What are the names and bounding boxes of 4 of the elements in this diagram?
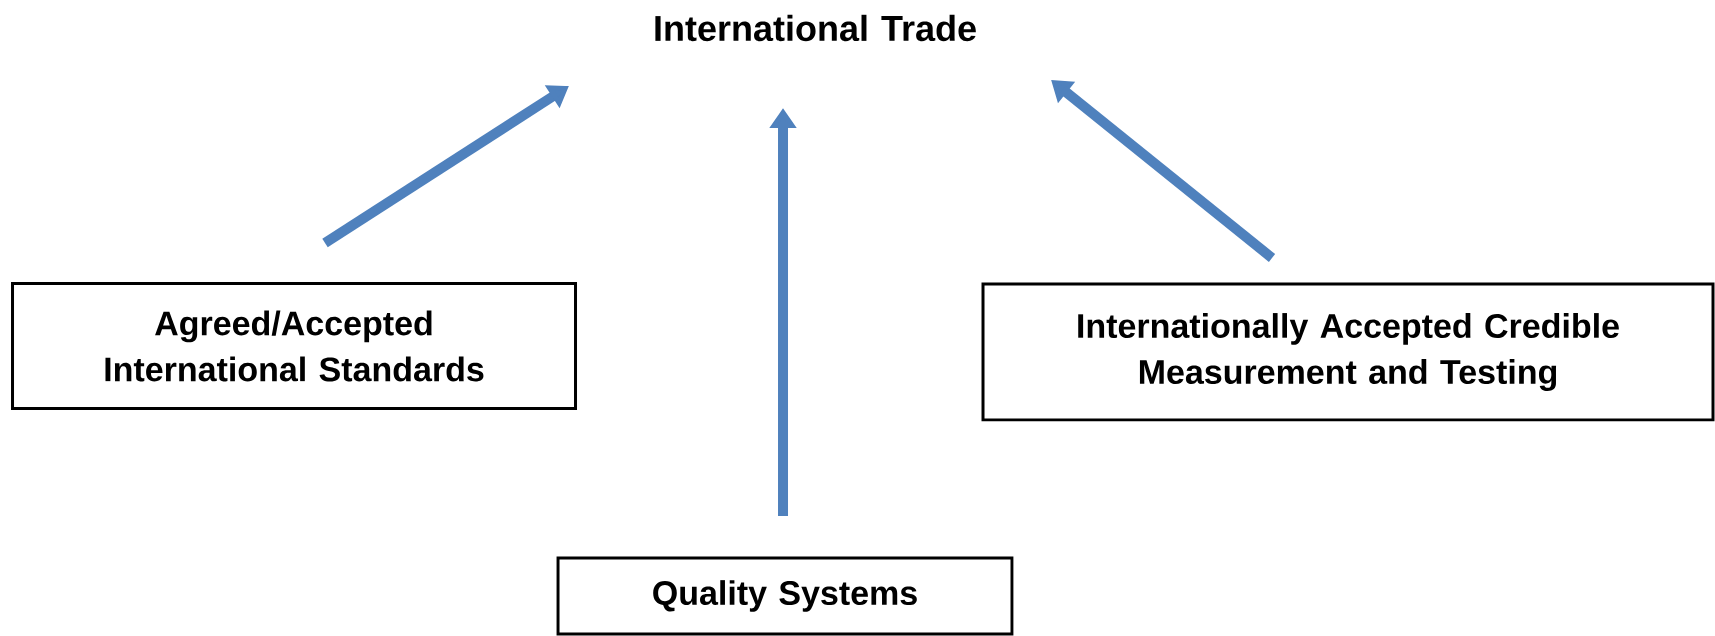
heading-text: International Trade — [655, 14, 976, 42]
text-box: Quality Systems — [556, 556, 1014, 636]
text-box: Internationally Accepted Credible Measurement and Testing — [981, 282, 1715, 422]
text-box: Agreed/Accepted International Standards — [11, 282, 577, 410]
